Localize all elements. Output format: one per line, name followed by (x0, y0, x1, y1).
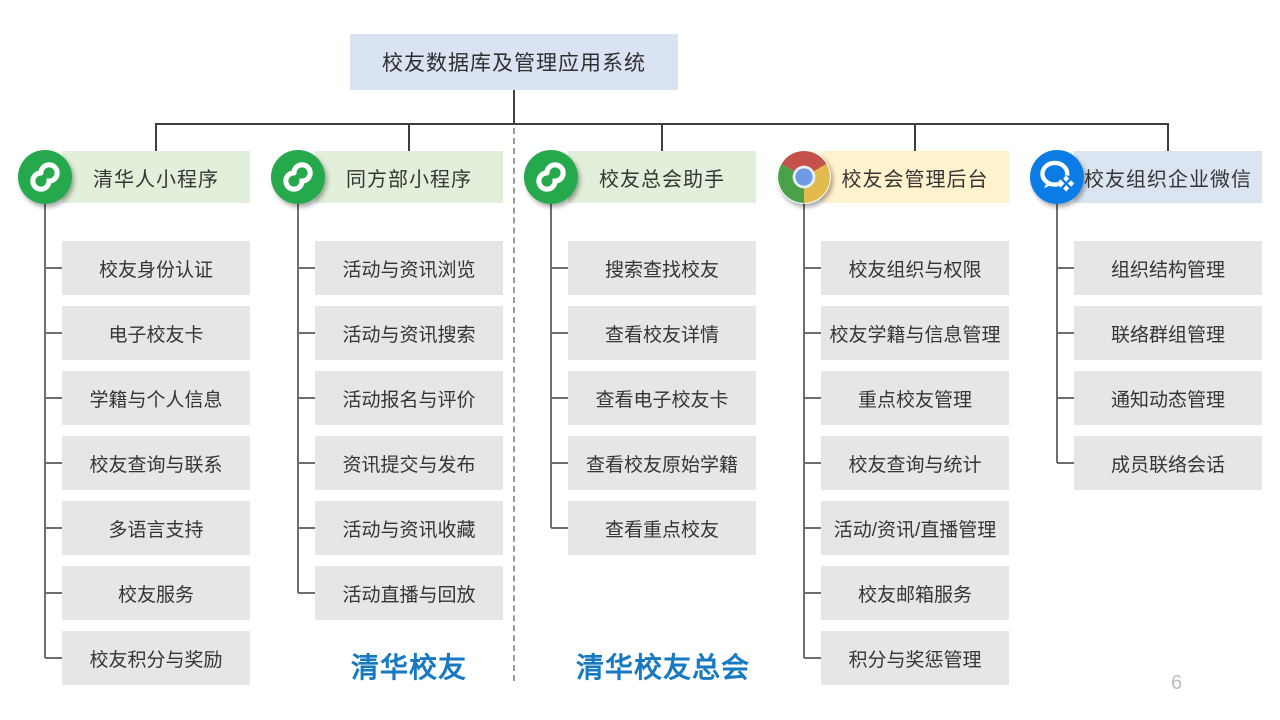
feature-box: 活动直播与回放 (315, 566, 503, 620)
tree-connector-line (551, 267, 568, 269)
feature-box: 活动与资讯收藏 (315, 501, 503, 555)
tree-connector-line (45, 267, 62, 269)
tree-connector-line (44, 203, 46, 658)
page-number: 6 (1171, 672, 1183, 694)
branch-title: 清华人小程序 (93, 168, 219, 191)
feature-box: 查看重点校友 (568, 501, 756, 555)
tree-connector-line (1057, 462, 1074, 464)
tree-connector-line (298, 397, 315, 399)
tree-connector-line (804, 527, 821, 529)
connector-line (661, 123, 663, 151)
feature-box: 查看电子校友卡 (568, 371, 756, 425)
dashed-divider (513, 128, 515, 681)
branch-header-4: 校友会管理后台 (821, 151, 1009, 203)
feature-box: 查看校友原始学籍 (568, 436, 756, 490)
feature-box: 校友学籍与信息管理 (821, 306, 1009, 360)
feature-box: 活动与资讯浏览 (315, 241, 503, 295)
feature-box: 查看校友详情 (568, 306, 756, 360)
tree-connector-line (45, 527, 62, 529)
tree-connector-line (45, 397, 62, 399)
feature-box: 积分与奖惩管理 (821, 631, 1009, 685)
tree-connector-line (550, 203, 552, 528)
tree-connector-line (804, 657, 821, 659)
branch-header-5: 校友组织企业微信 (1074, 151, 1262, 203)
branch-title: 校友总会助手 (599, 168, 725, 191)
branch-header-2: 同方部小程序 (315, 151, 503, 203)
feature-box: 校友邮箱服务 (821, 566, 1009, 620)
feature-box: 活动与资讯搜索 (315, 306, 503, 360)
branch-header-1: 清华人小程序 (62, 151, 250, 203)
feature-box: 搜索查找校友 (568, 241, 756, 295)
tree-connector-line (298, 527, 315, 529)
root-node: 校友数据库及管理应用系统 (350, 34, 678, 90)
feature-box: 校友查询与统计 (821, 436, 1009, 490)
tree-connector-line (551, 527, 568, 529)
branch-title: 同方部小程序 (346, 168, 472, 191)
connector-line (155, 123, 157, 151)
chrome-icon (777, 150, 831, 204)
footer-label-tsinghua-alumni: 清华校友 (350, 652, 468, 683)
tree-connector-line (804, 592, 821, 594)
feature-box: 多语言支持 (62, 501, 250, 555)
feature-box: 校友身份认证 (62, 241, 250, 295)
connector-line (513, 90, 515, 123)
tree-connector-line (1057, 332, 1074, 334)
feature-box: 通知动态管理 (1074, 371, 1262, 425)
branch-header-3: 校友总会助手 (568, 151, 756, 203)
tree-connector-line (45, 592, 62, 594)
connector-line (408, 123, 410, 151)
connector-line (1167, 123, 1169, 151)
tree-connector-line (551, 462, 568, 464)
connector-line (914, 123, 916, 151)
feature-box: 重点校友管理 (821, 371, 1009, 425)
tree-connector-line (45, 462, 62, 464)
tree-connector-line (298, 267, 315, 269)
feature-box: 校友积分与奖励 (62, 631, 250, 685)
tree-connector-line (45, 657, 62, 659)
tree-connector-line (803, 203, 805, 658)
tree-connector-line (298, 592, 315, 594)
wechat-work-icon (1030, 150, 1084, 204)
wechat-miniprogram-icon (18, 150, 72, 204)
tree-connector-line (1057, 267, 1074, 269)
wechat-miniprogram-icon (271, 150, 325, 204)
tree-connector-line (551, 332, 568, 334)
feature-box: 学籍与个人信息 (62, 371, 250, 425)
root-title: 校友数据库及管理应用系统 (382, 52, 646, 75)
tree-connector-line (804, 267, 821, 269)
tree-connector-line (804, 332, 821, 334)
feature-box: 校友服务 (62, 566, 250, 620)
feature-box: 联络群组管理 (1074, 306, 1262, 360)
feature-box: 组织结构管理 (1074, 241, 1262, 295)
feature-box: 校友查询与联系 (62, 436, 250, 490)
branch-title: 校友会管理后台 (841, 168, 989, 191)
tree-connector-line (298, 332, 315, 334)
feature-box: 资讯提交与发布 (315, 436, 503, 490)
tree-connector-line (551, 397, 568, 399)
tree-connector-line (804, 462, 821, 464)
tree-connector-line (804, 397, 821, 399)
feature-box: 校友组织与权限 (821, 241, 1009, 295)
tree-connector-line (298, 462, 315, 464)
feature-box: 活动报名与评价 (315, 371, 503, 425)
feature-box: 活动/资讯/直播管理 (821, 501, 1009, 555)
feature-box: 成员联络会话 (1074, 436, 1262, 490)
footer-label-tsinghua-alumni-association: 清华校友总会 (575, 652, 751, 683)
branch-title: 校友组织企业微信 (1084, 168, 1252, 191)
tree-connector-line (45, 332, 62, 334)
tree-connector-line (1057, 397, 1074, 399)
feature-box: 电子校友卡 (62, 306, 250, 360)
wechat-miniprogram-icon (524, 150, 578, 204)
